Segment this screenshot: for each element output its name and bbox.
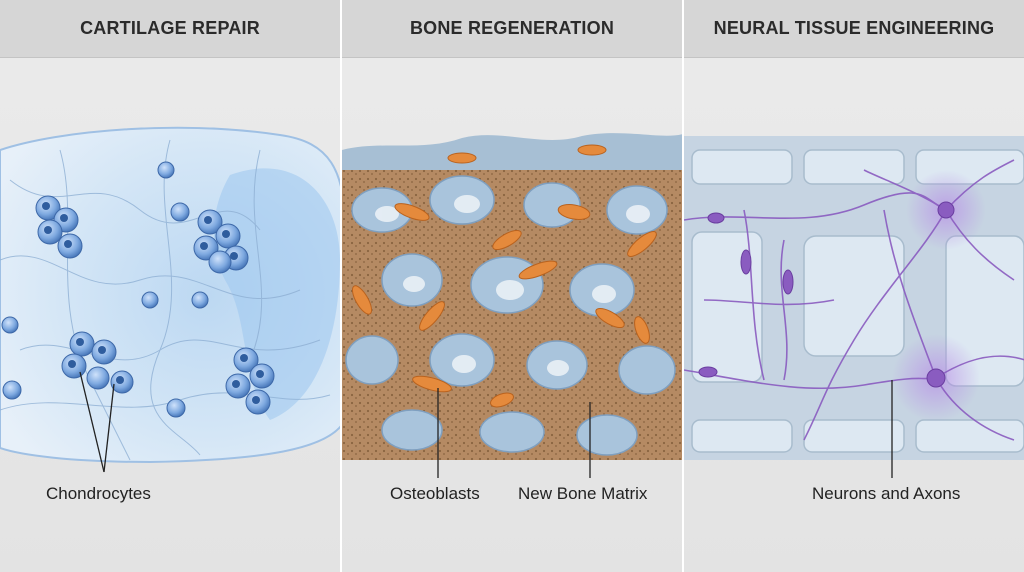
panel-title: NEURAL TISSUE ENGINEERING (713, 18, 995, 38)
panel-cartilage-repair: CARTILAGE REPAIR (0, 0, 340, 572)
bone-leader-lines (437, 388, 591, 478)
panel-title: CARTILAGE REPAIR (80, 18, 260, 38)
label-osteoblasts: Osteoblasts (390, 484, 480, 503)
chondrocyte-nuclei (42, 202, 264, 404)
label-neurons-and-axons: Neurons and Axons (812, 484, 961, 503)
panel-header: NEURAL TISSUE ENGINEERING (684, 0, 1024, 58)
label-chondrocytes: Chondrocytes (46, 484, 151, 503)
bone-scaffold-illustration (342, 133, 682, 478)
panel-bone-regeneration: BONE REGENERATION (340, 0, 682, 572)
chondrocytes-leader-lines (79, 371, 115, 473)
panel-title: BONE REGENERATION (409, 18, 615, 38)
neuron-cell-bodies (698, 201, 955, 388)
cartilage-scaffold-illustration (0, 126, 340, 473)
label-new-bone-matrix: New Bone Matrix (518, 484, 648, 503)
axon-network (684, 159, 1024, 441)
panel-neural-tissue-engineering: NEURAL TISSUE ENGINEERING (682, 0, 1024, 572)
panel-header: CARTILAGE REPAIR (0, 0, 340, 58)
osteoblast-cells (351, 144, 657, 408)
neural-scaffold-illustration (684, 136, 1024, 478)
panel-header: BONE REGENERATION (342, 0, 682, 58)
